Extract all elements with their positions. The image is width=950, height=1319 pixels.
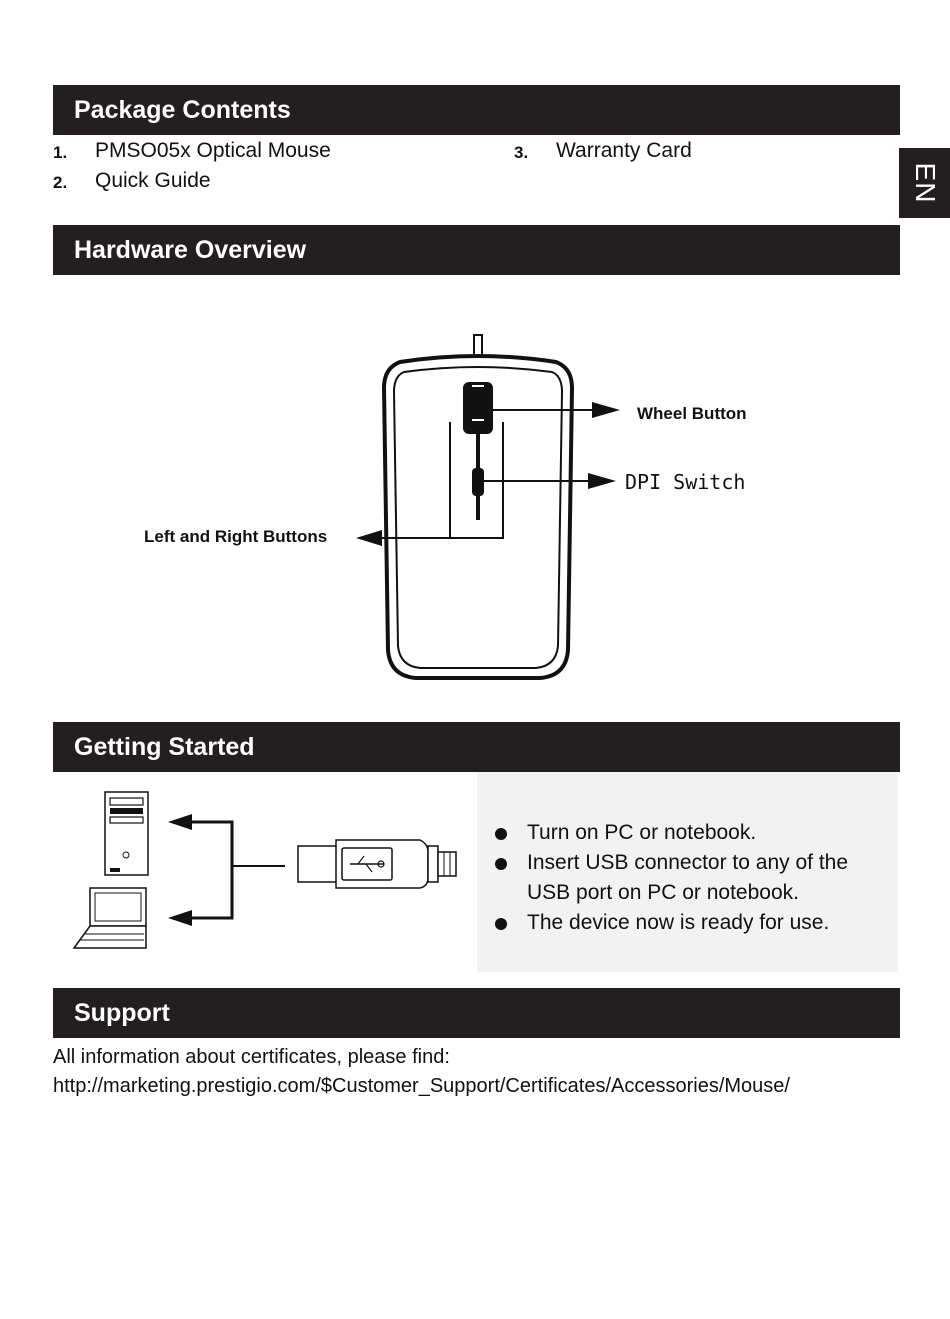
callout-wheel-button: Wheel Button — [637, 404, 747, 423]
bullet-icon — [495, 858, 507, 870]
arrow-left-icon — [168, 814, 192, 830]
support-text: All information about certificates, plea… — [53, 1046, 450, 1068]
section-header-getting-started: Getting Started — [53, 722, 900, 772]
package-item-number: 3. — [514, 143, 529, 162]
callout-left-right-buttons: Left and Right Buttons — [144, 527, 328, 546]
section-title: Support — [74, 999, 170, 1027]
arrow-left-icon — [356, 530, 382, 546]
steps-panel: Turn on PC or notebook. Insert USB conne… — [477, 772, 898, 972]
language-tab: EN — [899, 148, 950, 218]
bullet-icon — [495, 918, 507, 930]
bullet-icon — [495, 828, 507, 840]
section-header-hardware-overview: Hardware Overview — [53, 225, 900, 275]
package-item-text: Warranty Card — [556, 139, 692, 162]
package-item-text: PMSO05x Optical Mouse — [95, 139, 331, 162]
section-header-support: Support — [53, 988, 900, 1038]
step-text: Insert USB connector to any of the USB p… — [527, 851, 849, 904]
callout-dpi-switch: DPI Switch — [625, 470, 746, 494]
dpi-switch-icon — [472, 468, 484, 496]
package-item-number: 2. — [53, 173, 68, 192]
arrow-right-icon — [592, 402, 620, 418]
step-text: Turn on PC or notebook. — [527, 821, 757, 844]
usb-connector-icon — [297, 839, 457, 889]
arrow-right-icon — [588, 473, 616, 489]
section-title: Hardware Overview — [74, 236, 307, 264]
package-item-text: Quick Guide — [95, 169, 211, 192]
section-title: Getting Started — [74, 733, 255, 761]
laptop-icon — [72, 887, 147, 949]
desktop-pc-icon — [104, 791, 149, 876]
support-link[interactable]: http://marketing.prestigio.com/$Customer… — [53, 1075, 790, 1097]
step-text: The device now is ready for use. — [527, 911, 830, 934]
section-header-package-contents: Package Contents — [53, 85, 900, 135]
wheel-icon — [463, 382, 493, 434]
package-item-number: 1. — [53, 143, 68, 162]
arrow-left-icon — [168, 910, 192, 926]
section-title: Package Contents — [74, 96, 291, 124]
